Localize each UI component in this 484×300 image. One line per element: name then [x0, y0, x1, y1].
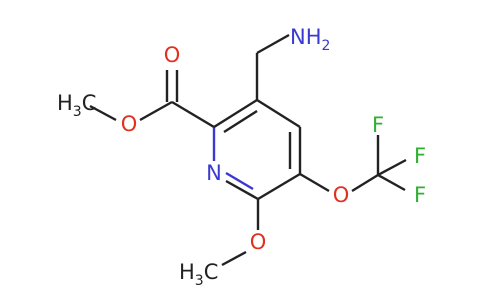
- oxygen-ester-label: O: [121, 112, 138, 136]
- bond-c7-n-double: [225, 171, 254, 191]
- fluorine-1-label: F: [372, 113, 384, 137]
- oxygen-carbonyl-label: O: [164, 43, 181, 67]
- nitrogen-ring-label: N: [206, 161, 222, 185]
- bond-ccarb-oester: [139, 100, 173, 122]
- bond-oester-ch3: [89, 104, 117, 122]
- amine-nh: NH: [290, 25, 322, 49]
- methyl-ester-sub: 3: [73, 104, 82, 120]
- bond-omethoxy-ch3: [221, 250, 247, 267]
- methyl-ester-label: H3C: [57, 91, 96, 120]
- methyl-methoxy-h: H: [179, 260, 195, 284]
- oxygen-ether-label: O: [333, 183, 350, 207]
- bonds: [89, 33, 407, 267]
- methyl-methoxy-sub: 3: [195, 273, 204, 289]
- oxygen-methoxy-label: O: [250, 230, 267, 254]
- methyl-methoxy-c: C: [204, 260, 219, 284]
- methyl-methoxy-label: H3C: [179, 260, 218, 289]
- bond-c4-c5: [256, 98, 301, 129]
- bond-cf3-f2: [377, 158, 407, 177]
- fluorine-2-label: F: [414, 144, 426, 168]
- bond-c6-oether: [299, 172, 330, 193]
- atom-labels: N O O H3C NH2 O F F F O H3C: [57, 25, 426, 289]
- amine-sub: 2: [322, 38, 331, 54]
- bond-ch2-n: [256, 33, 290, 55]
- bond-cf3-f3: [377, 173, 406, 192]
- fluorine-3-label: F: [414, 183, 426, 207]
- methyl-ester-c: C: [82, 91, 97, 115]
- amine-label: NH2: [290, 25, 330, 54]
- bond-c6-c7: [257, 172, 301, 201]
- bond-c2-c4-double: [223, 109, 258, 134]
- methyl-ester-h: H: [57, 91, 73, 115]
- bond-c7-n: [225, 179, 259, 201]
- bond-c2-ccarb: [171, 100, 215, 129]
- bond-c2-c4: [213, 98, 258, 129]
- bond-oether-cf3: [351, 173, 379, 193]
